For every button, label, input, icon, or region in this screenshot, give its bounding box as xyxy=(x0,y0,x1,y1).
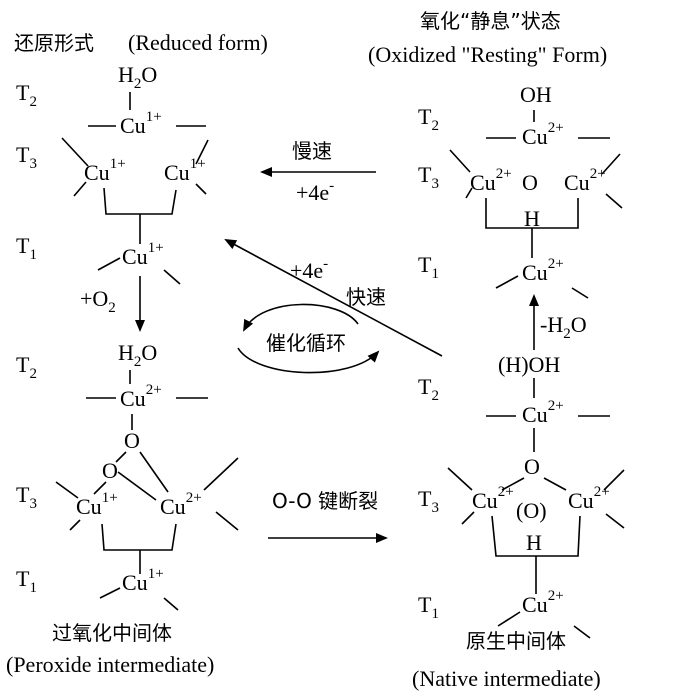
t1-copper-atom: Cu2+ xyxy=(522,588,564,617)
resting-bonds xyxy=(449,110,623,299)
site-label-t1: T1 xyxy=(16,233,37,263)
resting-title-cn: 氧化“静息”状态 xyxy=(420,9,561,33)
inner-oxygen: (O) xyxy=(516,498,547,523)
reduced-title-en: (Reduced form) xyxy=(128,30,268,55)
site-label-t2: T2 xyxy=(418,374,439,404)
reduced-title-cn: 还原形式 xyxy=(14,31,94,55)
t2-copper-atom: Cu2+ xyxy=(522,120,564,149)
site-label-t3: T3 xyxy=(16,482,37,512)
t1-copper-atom: Cu1+ xyxy=(122,566,164,595)
peroxide-title-en: (Peroxide intermediate) xyxy=(6,652,214,677)
t2-copper-atom: Cu2+ xyxy=(120,382,162,411)
t1-copper-atom: Cu1+ xyxy=(122,240,164,269)
t2-copper-atom: Cu2+ xyxy=(522,398,564,427)
bridging-oxygen: O xyxy=(524,454,540,479)
t3-copper-atom-right: Cu2+ xyxy=(568,484,610,513)
t3-copper-atom-left: Cu1+ xyxy=(76,490,118,519)
resting-form-structure: T2 T3 T1 OH Cu2+ Cu2+ O Cu2+ H Cu2+ xyxy=(418,82,623,299)
site-label-t3: T3 xyxy=(16,142,37,172)
water-loss-label: -H2O xyxy=(540,312,587,342)
peroxide-intermediate-structure: T2 T3 T1 H2O Cu2+ O O Cu1+ Cu2+ Cu1+ xyxy=(16,340,239,611)
t3-copper-atom-right: Cu2+ xyxy=(160,490,202,519)
site-label-t1: T1 xyxy=(418,592,439,622)
t3-copper-atom-left: Cu2+ xyxy=(470,166,512,195)
site-label-t2: T2 xyxy=(418,104,439,134)
t3-copper-atom-right: Cu2+ xyxy=(564,166,606,195)
bridging-oxygen: O xyxy=(522,170,538,195)
oo-cleavage-label: O-O 键断裂 xyxy=(272,489,378,513)
site-label-t2: T2 xyxy=(16,352,37,382)
site-label-t1: T1 xyxy=(16,566,37,596)
bridging-hydrogen: H xyxy=(524,206,540,231)
peroxide-title-cn: 过氧化中间体 xyxy=(52,621,172,645)
reduced-form-structure: T2 T3 T1 H2O Cu1+ Cu1+ Cu1+ Cu1+ xyxy=(16,62,209,285)
peroxide-oxygen-upper: O xyxy=(124,428,140,453)
fast-label: 快速 xyxy=(346,285,386,309)
t1-copper-atom: Cu2+ xyxy=(522,256,564,285)
catalytic-cycle-label: 催化循环 xyxy=(266,331,346,355)
resting-title-en: (Oxidized "Resting" Form) xyxy=(368,42,607,67)
site-label-t1: T1 xyxy=(418,252,439,282)
slow-electrons-label: +4e- xyxy=(296,178,334,205)
oxygen-binding-label: +O2 xyxy=(80,286,116,316)
reduced-bonds xyxy=(61,92,209,285)
peroxide-oxygen-lower: O xyxy=(102,458,118,483)
peroxide-bonds xyxy=(55,370,239,611)
t2-copper-atom: Cu1+ xyxy=(120,109,162,138)
hydroxide-ligand: OH xyxy=(520,82,552,107)
t3-copper-atom-right: Cu1+ xyxy=(164,156,206,185)
site-label-t2: T2 xyxy=(16,80,37,110)
water-ligand: H2O xyxy=(118,62,157,92)
site-label-t3: T3 xyxy=(418,486,439,516)
native-bonds xyxy=(447,378,625,639)
t3-copper-atom-left: Cu1+ xyxy=(84,156,126,185)
native-title-cn: 原生中间体 xyxy=(466,629,566,653)
site-label-t3: T3 xyxy=(418,162,439,192)
water-ligand: H2O xyxy=(118,340,157,370)
cycle-arrow-lower xyxy=(237,347,380,374)
cycle-arrow-upper xyxy=(243,303,359,332)
fast-reduction-arrow xyxy=(224,239,443,357)
hydroxide-ligand: (H)OH xyxy=(498,352,560,377)
t3-copper-atom-left: Cu2+ xyxy=(472,484,514,513)
native-intermediate-structure: T2 T3 T1 (H)OH Cu2+ O Cu2+ (O) Cu2+ H Cu… xyxy=(418,352,625,639)
native-title-en: (Native intermediate) xyxy=(412,666,601,691)
slow-label: 慢速 xyxy=(292,139,332,163)
bridging-hydrogen: H xyxy=(526,530,542,555)
fast-electrons-label: +4e- xyxy=(290,256,328,283)
